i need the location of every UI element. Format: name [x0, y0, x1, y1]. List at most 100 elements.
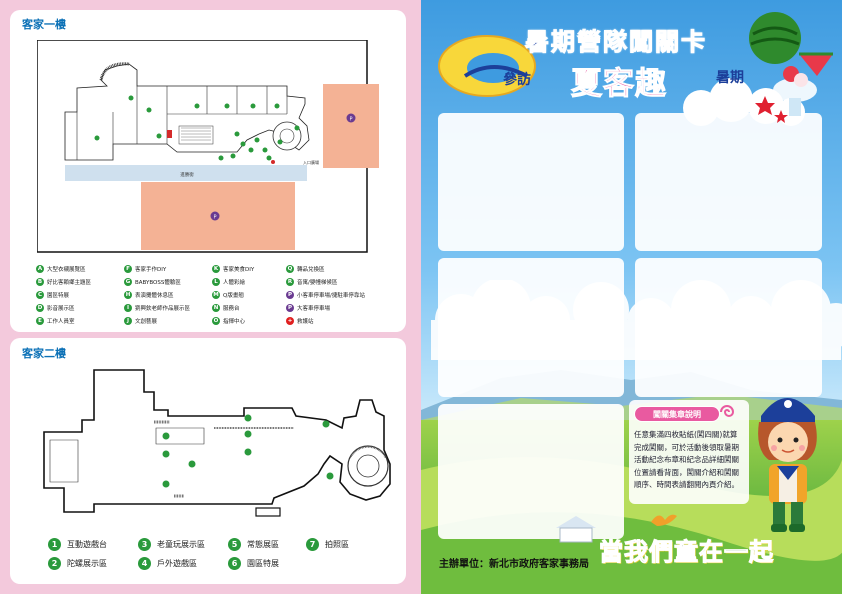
organizer-text: 主辦單位：新北市政府客家事務局 [439, 559, 589, 570]
legend-badge: H [124, 290, 132, 299]
legend-label: 指揮中心 [223, 318, 246, 325]
watermelon-dessert-icon [749, 12, 833, 123]
legend-label: 救護站 [297, 318, 314, 325]
legend-label: 影音展示區 [47, 305, 75, 312]
stamp-box-5[interactable] [438, 404, 624, 539]
entrance-label: 入口廣場 [303, 159, 319, 165]
legend-badge: F [124, 264, 132, 273]
parking-badge: P [286, 290, 294, 299]
legend-label: 表演攤體休息區 [135, 292, 174, 299]
floor1-card: 客家一樓 P P 進勝街 [10, 10, 406, 332]
svg-text:P: P [349, 117, 352, 123]
legend-label: 大型衣襯展覽區 [47, 266, 86, 273]
legend-badge: G [124, 277, 132, 286]
legend-badge: O [212, 316, 220, 325]
floor1-title: 客家一樓 [22, 18, 66, 31]
house-icon [556, 516, 596, 543]
first-aid-icon: + [286, 316, 294, 325]
legend-label: 人體彩繪 [223, 279, 246, 286]
legend-label: 劉興欽老師作品展示區 [135, 305, 191, 312]
legend-label: 互動遊戲台 [67, 540, 107, 549]
legend-label: 園區特展 [247, 559, 279, 568]
legend-label: 好比客賴鄉主題區 [47, 279, 92, 286]
stamp-card-panel: 暑期營隊闖關卡 參訪 夏客趣 暑期 闖關集章說明 任意集滿四枚貼紙(闖四關)就算… [421, 0, 842, 594]
floor2-map [43, 369, 391, 517]
legend-item: 6 園區特展 [228, 557, 306, 570]
title-visit: 參訪 [503, 72, 531, 88]
legend-badge: E [36, 316, 44, 325]
legend-label: 拍照區 [325, 540, 349, 549]
slogan-text: 當我們童在一起 [599, 538, 774, 567]
floor2-title: 客家二樓 [22, 347, 66, 360]
legend-badge: B [36, 277, 44, 286]
legend-label: 工作人員室 [47, 318, 75, 325]
legend-label: 戶外遊戲區 [157, 559, 197, 568]
swim-ring-icon [438, 35, 536, 97]
swirl-icon [720, 405, 735, 417]
stamp-box-3[interactable] [438, 258, 624, 397]
title-summer: 暑期 [716, 70, 744, 86]
legend-badge: 5 [228, 538, 241, 551]
stamp-box-4[interactable] [635, 258, 822, 397]
svg-text:P: P [213, 215, 216, 221]
legend-label: 客家手作DIY [135, 266, 167, 273]
legend-badge: R [286, 277, 294, 286]
instructions-title: 闖關集章說明 [634, 406, 720, 422]
floor-map-panel: 客家一樓 P P 進勝街 [10, 10, 406, 584]
bird-icon [651, 514, 677, 526]
stamp-box-2[interactable] [635, 113, 822, 251]
legend-label: 轉品兌換區 [297, 266, 325, 273]
event-title: 夏客趣 [571, 66, 667, 103]
stamp-box-1[interactable] [438, 113, 624, 251]
instructions-text: 任意集滿四枚貼紙(闖四關)就算完成闖關，可於活動後領取暑期活動紀念布章和紀念品詳… [634, 430, 739, 489]
legend-badge: 7 [306, 538, 319, 551]
legend-item: +救護站 [286, 316, 396, 325]
legend-badge: M [212, 290, 220, 299]
parking-badge: P [286, 303, 294, 312]
legend-badge: Q [286, 264, 294, 273]
legend-label: 大客車停車場 [297, 305, 331, 312]
legend-badge: L [212, 277, 220, 286]
legend-badge: 2 [48, 557, 61, 570]
legend-badge: N [212, 303, 220, 312]
legend-badge: I [124, 303, 132, 312]
legend-label: 文創藝展 [135, 318, 158, 325]
legend-badge: K [212, 264, 220, 273]
road [65, 165, 307, 181]
legend-label: Q版畫翹 [223, 292, 244, 299]
legend-badge: C [36, 290, 44, 299]
child-character-icon [758, 398, 817, 532]
legend-item: 4 戶外遊戲區 [138, 557, 228, 570]
parking-lot-right [323, 84, 379, 168]
legend-item: 7 拍照區 [306, 538, 396, 551]
legend-badge: 4 [138, 557, 151, 570]
road-label: 進勝街 [180, 171, 194, 178]
legend-label: 老童玩展示區 [157, 540, 205, 549]
legend-badge: 6 [228, 557, 241, 570]
legend-badge: D [36, 303, 44, 312]
